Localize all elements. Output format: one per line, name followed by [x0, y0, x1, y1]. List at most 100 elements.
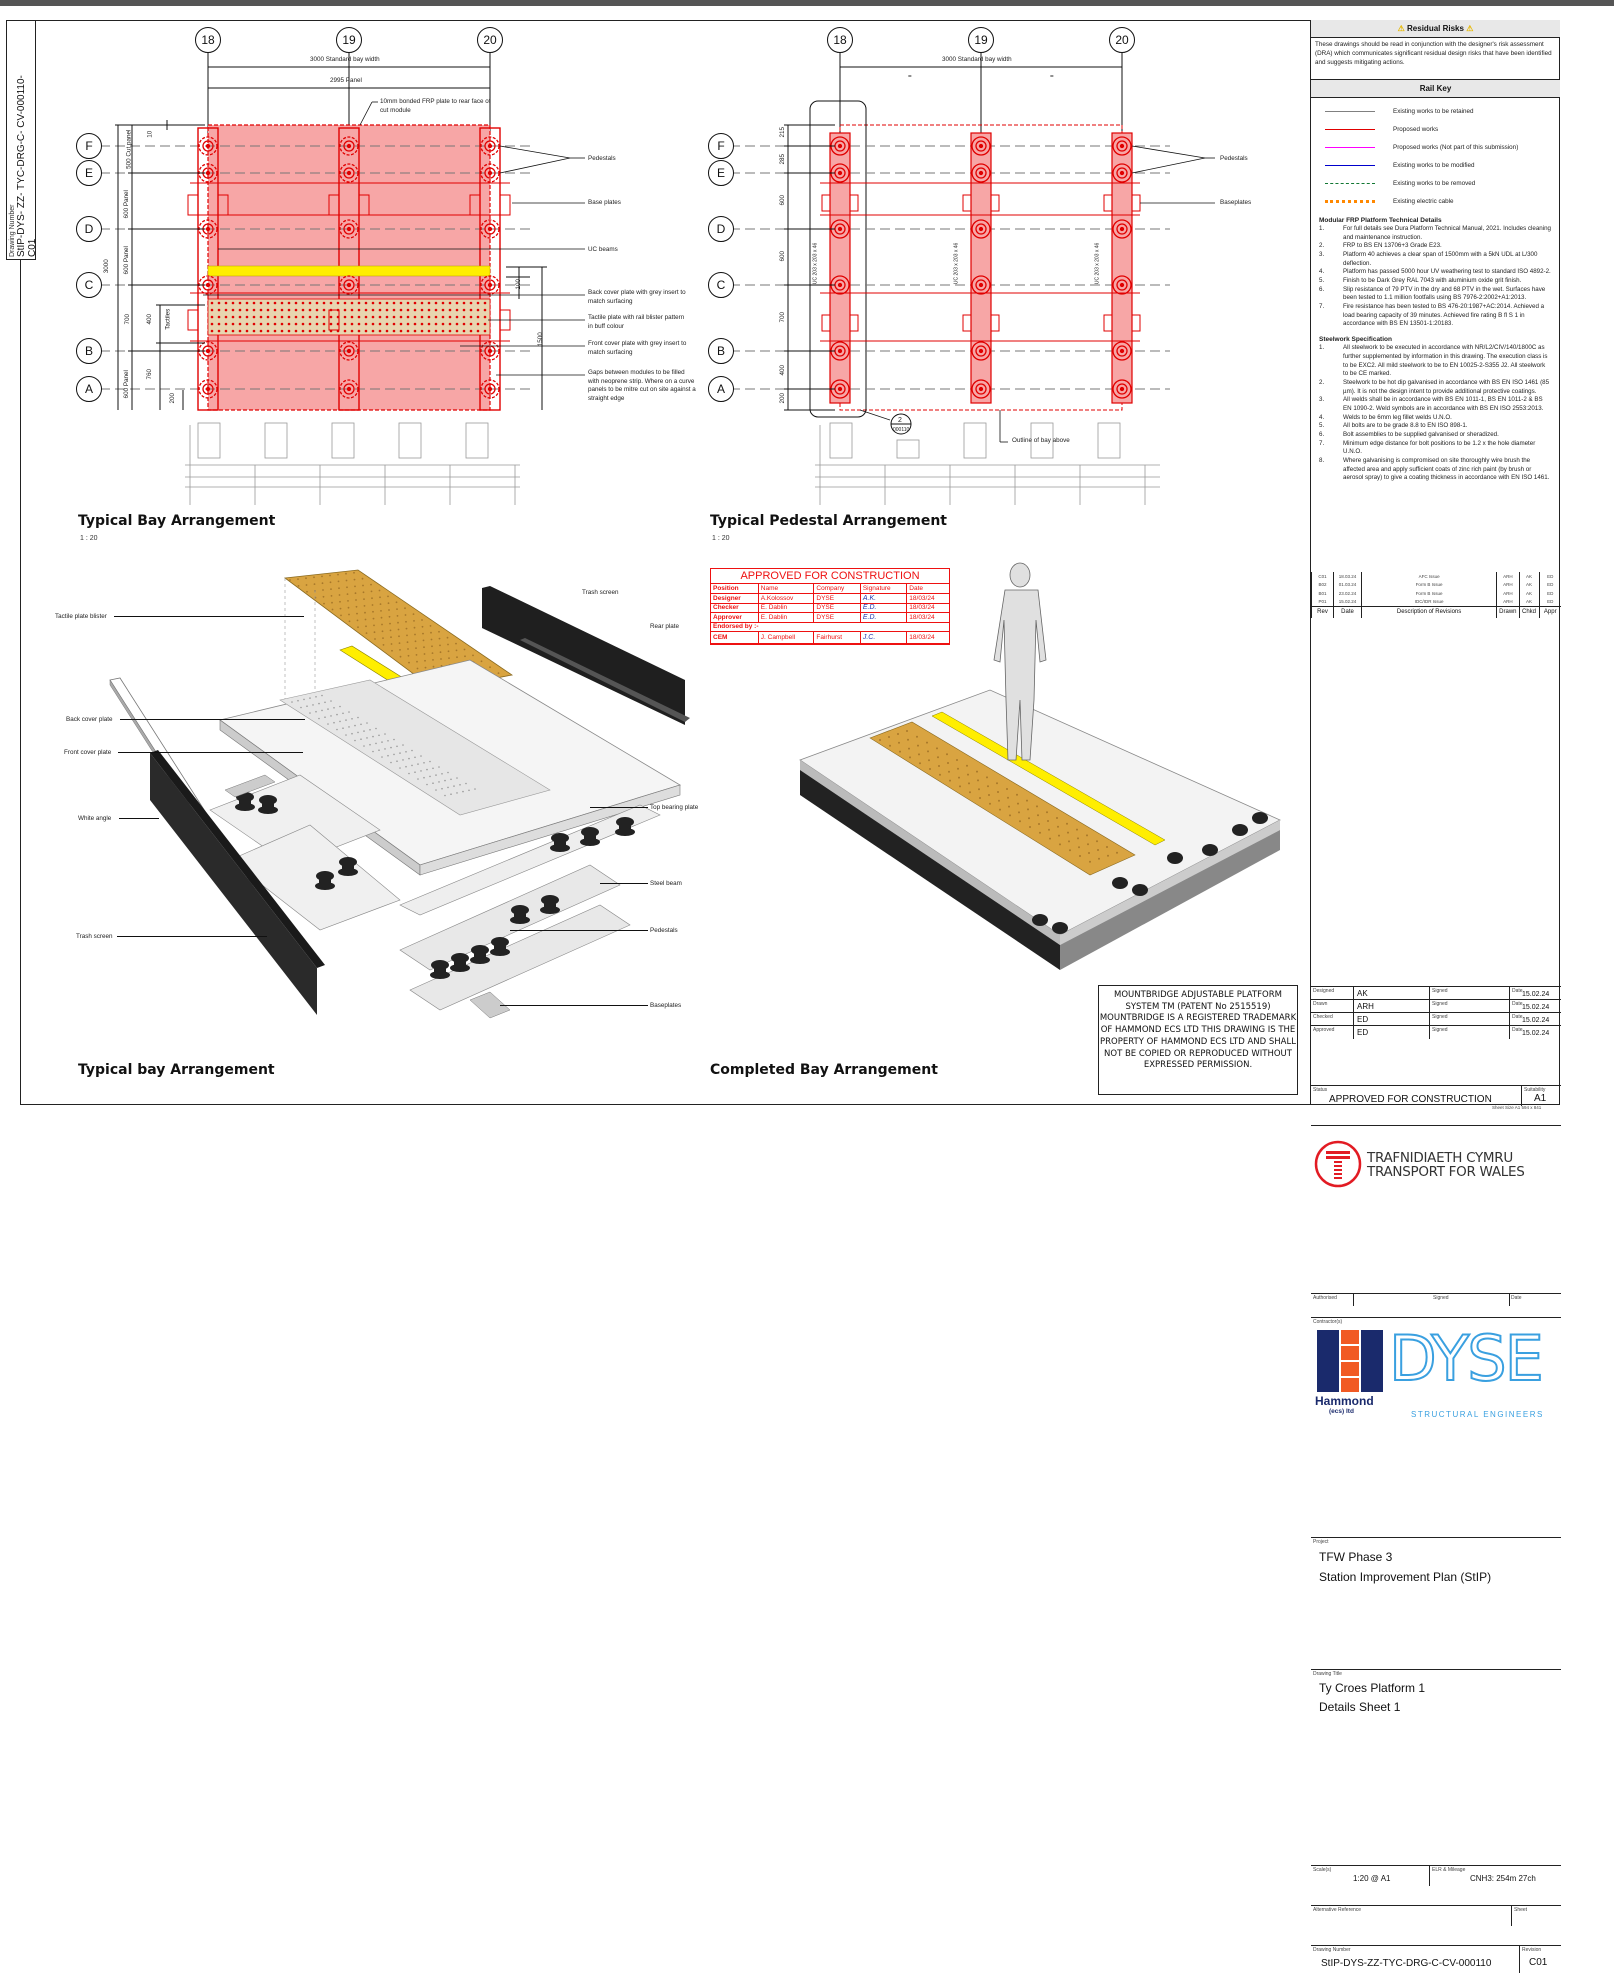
blister-dot [396, 615, 399, 617]
blister-dot [338, 587, 340, 590]
pedestal-3d [430, 960, 450, 979]
blister-dot [440, 658, 442, 660]
tactile-dot [357, 329, 361, 333]
ped-dim-200: 200 [779, 392, 787, 404]
ped-grid-col-18: 18 [827, 27, 853, 53]
stamp-signature: A.K. [860, 593, 908, 604]
spec-item: 5.Finish to be Dark Grey RAL 7043 with a… [1319, 277, 1522, 285]
pedestal-mark [837, 170, 843, 176]
deck-dot [414, 771, 416, 773]
ped-beam-label-2: UC 203 x 203 x 46 [953, 242, 960, 285]
blister-dot [1089, 860, 1091, 863]
dim-200: 200 [169, 392, 177, 404]
blister-dot [379, 596, 381, 599]
people-date: 15.02.24 [1522, 991, 1550, 998]
tactile-dot [399, 329, 403, 333]
contractors-box: Contractor(s) Hammond (ecs) ltd DYSE STR… [1311, 1317, 1561, 1427]
rail-key-item: Existing works to be retained [1311, 102, 1560, 120]
spec-item: 7.Minimum edge distance for bolt positio… [1319, 440, 1552, 457]
rail-key-label: Existing works to be removed [1393, 179, 1476, 187]
blister-dot [928, 759, 930, 762]
tactile-dot [406, 301, 410, 305]
blister-dot [305, 577, 307, 580]
revision-label: Revision [1522, 1947, 1542, 1953]
deck-dot [405, 765, 407, 768]
pedestal-mark [1119, 386, 1125, 392]
spec-item: 4.Welds to be 6mm leg fillet welds U.N.O… [1319, 413, 1452, 421]
spec-item: 1.For full details see Dura Platform Tec… [1319, 225, 1551, 241]
deck-dot [348, 726, 350, 728]
tactile-dot [287, 322, 291, 326]
section-ref-sheet: 000110 [893, 427, 910, 433]
tactile-dot [343, 329, 347, 333]
stamp-company: DYSE [813, 603, 861, 613]
tactile-dot [238, 329, 242, 333]
blister-dot [463, 648, 466, 651]
section-ref-number: 2 [898, 417, 902, 424]
rail-key-title: Rail Key [1311, 80, 1560, 98]
pedestal-mark [1119, 348, 1125, 354]
spec-item-text: All welds shall be in accordance with BS… [1343, 396, 1544, 412]
pedestal-mark [343, 223, 355, 235]
tactile-dot [287, 308, 291, 312]
ped-note-outline: Outline of bay above [1012, 437, 1070, 444]
blister-dot [414, 640, 417, 643]
tactile-dot [294, 329, 298, 333]
tactile-dot [280, 329, 284, 333]
ped-dim-eq-1: = [908, 73, 912, 80]
deck-dot [447, 786, 449, 789]
blister-dot [365, 632, 368, 634]
blister-dot [937, 756, 939, 759]
pedestal-mark [484, 167, 496, 179]
pedestal-mark [198, 379, 218, 399]
blister-dot [365, 625, 367, 628]
blister-dot [1028, 817, 1030, 820]
blister-dot [1077, 837, 1079, 840]
pedestal-mark [205, 282, 211, 288]
tactile-dot [322, 329, 326, 333]
deck-dot [444, 794, 446, 797]
pedestal-3d [1112, 877, 1128, 889]
pedestal-mark [975, 279, 987, 291]
pedestal-mark [205, 386, 211, 392]
deck-dot [363, 745, 365, 747]
pedestal-mark [487, 226, 493, 232]
blister-dot [331, 601, 333, 604]
tactile-dot [231, 308, 235, 312]
grid-col-19: 19 [336, 27, 362, 53]
deck-dot [387, 740, 389, 742]
pedestal-mark [1112, 136, 1132, 156]
client-logo-box: TRAFNIDIAETH CYMRU TRANSPORT FOR WALES [1311, 1125, 1561, 1209]
blister-dot [1066, 822, 1068, 825]
tactile-dot [350, 322, 354, 326]
pedestal-mark [1119, 143, 1125, 149]
blister-dot [996, 782, 998, 785]
blister-dot [919, 762, 921, 765]
deck-dot [384, 748, 386, 750]
blister-dot [421, 619, 423, 621]
tactile-dot [273, 322, 277, 326]
dim-tactiles: Tactiles [164, 308, 172, 330]
client-name-english: TRANSPORT FOR WALES [1367, 1164, 1525, 1181]
blister-dot [1086, 834, 1088, 837]
revision-cell: ED [1538, 580, 1561, 589]
blister-dot [897, 733, 899, 735]
blister-dot [1056, 817, 1058, 819]
blister-dot [959, 785, 961, 788]
pedestal-3d [615, 817, 635, 836]
blister-dot [404, 607, 406, 610]
pedestal-mark [971, 219, 991, 239]
pedestal-mark [205, 348, 211, 354]
exp-label-front-cover: Front cover plate [64, 749, 112, 756]
pedestal-mark [480, 275, 500, 295]
warning-icon: ⚠ [1397, 24, 1405, 33]
tactile-dot [392, 329, 396, 333]
pedestal-mark [978, 226, 984, 232]
tactile-dot [371, 301, 375, 305]
authorised-row: Authorised Signed Date [1311, 1293, 1561, 1306]
deck-dot [336, 713, 338, 716]
blister-dot [879, 739, 881, 741]
tactile-dot [266, 301, 270, 305]
blister-dot [1096, 840, 1098, 843]
